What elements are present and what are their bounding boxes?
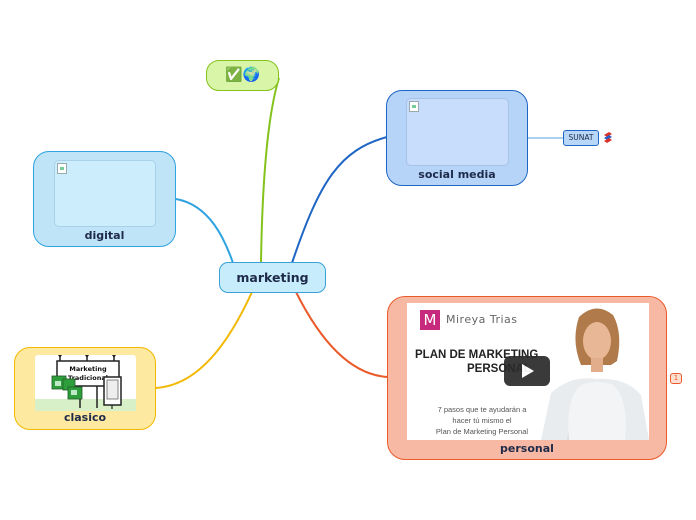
count-badge[interactable]: 1: [670, 373, 682, 384]
check-mark-icon: ✅: [225, 67, 243, 83]
icons-node[interactable]: ✅🌍: [206, 60, 279, 91]
flag-icon: [604, 132, 612, 143]
link-center-clasico: [155, 291, 253, 389]
sunat-node[interactable]: SUNAT: [563, 130, 599, 146]
clasico-node[interactable]: Marketing Tradicional clasico: [14, 347, 156, 430]
link-center-icons: [260, 77, 280, 263]
clasico-label: clasico: [63, 411, 107, 424]
digital-image: [54, 160, 156, 227]
link-center-personal: [295, 291, 389, 378]
social-media-image: [406, 98, 509, 166]
broken-image-icon: [409, 101, 419, 112]
billboard-text-line2: Tradicional: [68, 374, 108, 382]
broken-image-icon: [57, 163, 67, 174]
link-center-social: [291, 136, 388, 264]
central-topic[interactable]: marketing: [219, 262, 326, 293]
social-media-node[interactable]: social media: [386, 90, 528, 186]
personal-video-thumbnail[interactable]: M Mireya Trias PLAN DE MARKETING PERSONA…: [407, 303, 649, 440]
billboard-text-line1: Marketing: [69, 365, 107, 373]
brand-logo: M: [420, 310, 440, 330]
billboard-image: Marketing Tradicional: [35, 355, 136, 411]
social-media-label: social media: [418, 168, 496, 181]
presenter-photo: [541, 308, 649, 440]
digital-node[interactable]: digital: [33, 151, 176, 247]
personal-node[interactable]: M Mireya Trias PLAN DE MARKETING PERSONA…: [387, 296, 667, 460]
central-topic-label: marketing: [236, 270, 309, 285]
digital-label: digital: [84, 229, 125, 242]
play-button[interactable]: [504, 356, 550, 386]
personal-label: personal: [500, 442, 554, 455]
sunat-label: SUNAT: [568, 133, 594, 142]
link-center-digital: [175, 198, 234, 264]
video-subtitle: 7 pasos que te ayudarán a hacer tú mismo…: [435, 405, 529, 436]
brand-name: Mireya Trias: [446, 313, 518, 326]
globe-icon: 🌍: [242, 67, 260, 83]
play-icon: [522, 364, 534, 378]
